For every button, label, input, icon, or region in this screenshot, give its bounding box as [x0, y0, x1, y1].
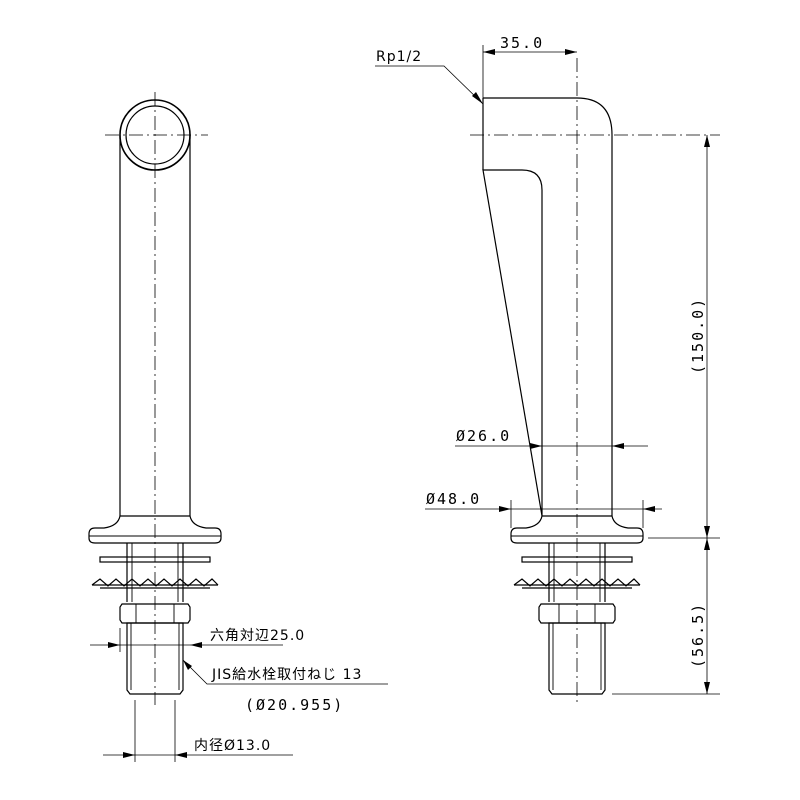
- side-view: 35.0 Rp1/2 Ø26.0 Ø48.0 (150.0) (56.5): [375, 34, 720, 705]
- wave-washer: [91, 578, 219, 587]
- height-150-label: (150.0): [689, 297, 707, 374]
- side-flange: [510, 515, 644, 544]
- elbow-pipe: [482, 97, 613, 517]
- jis-thread-diameter-label: (Ø20.955): [245, 696, 344, 714]
- threaded-end: [126, 622, 184, 695]
- jis-thread-label: JIS給水栓取付ねじ 13: [211, 667, 362, 683]
- height-56-label: (56.5): [689, 602, 707, 668]
- side-threaded-end: [548, 622, 606, 695]
- rp-leader: [375, 65, 484, 105]
- hex-nut: [119, 603, 191, 624]
- dia-26-label: Ø26.0: [456, 427, 511, 445]
- jis-leader: [182, 659, 388, 685]
- washer: [99, 556, 211, 563]
- flange: [88, 515, 222, 544]
- rp-thread-label: Rp1/2: [376, 49, 422, 65]
- side-washer: [521, 556, 633, 563]
- inner-diameter-label: 内径Ø13.0: [194, 738, 271, 754]
- offset-35-label: 35.0: [500, 34, 544, 52]
- hex-across-flats-label: 六角対辺25.0: [210, 628, 305, 644]
- dia-48-label: Ø48.0: [426, 490, 481, 508]
- front-view: 六角対辺25.0 JIS給水栓取付ねじ 13 (Ø20.955) 内径Ø13.0: [88, 92, 388, 762]
- side-wave-washer: [513, 578, 641, 587]
- side-hex-nut: [538, 603, 616, 624]
